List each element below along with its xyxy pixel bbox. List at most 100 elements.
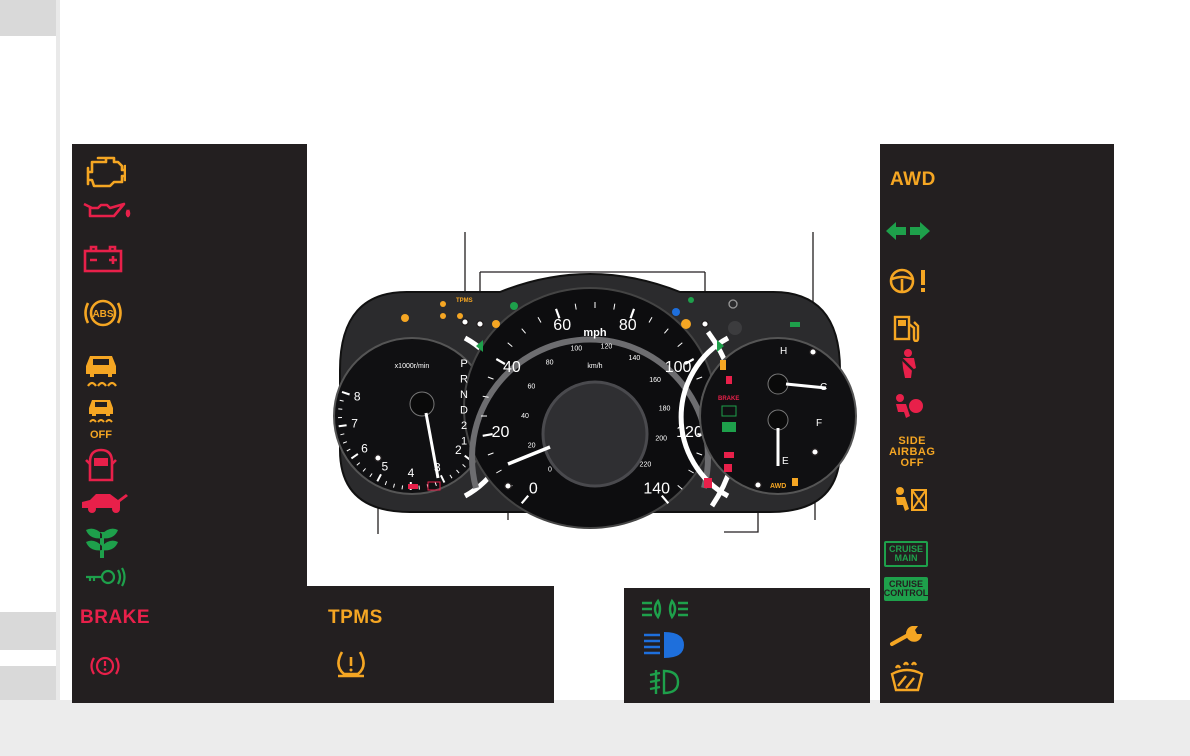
speed-kmh-180: 180 bbox=[659, 406, 671, 413]
tach-tick bbox=[369, 473, 373, 478]
speed-tick bbox=[684, 358, 695, 365]
tach-tick bbox=[449, 474, 453, 479]
side-airbag-off-icon: SIDE AIRBAG OFF bbox=[889, 436, 935, 469]
cruise-control-line1: CRUISE bbox=[888, 579, 923, 589]
vsa-off-text: OFF bbox=[90, 429, 112, 440]
speed-kmh-160: 160 bbox=[649, 377, 661, 384]
speed-kmh-120: 120 bbox=[601, 344, 613, 351]
tachometer-unit: x1000r/min bbox=[395, 363, 430, 370]
side-strip bbox=[56, 0, 60, 700]
check-engine-icon bbox=[86, 156, 126, 188]
tach-tick bbox=[346, 448, 351, 452]
lights-on-icon bbox=[642, 598, 688, 620]
cruise-control-icon: CRUISE CONTROL bbox=[884, 577, 928, 601]
speed-mph-20: 20 bbox=[492, 424, 510, 441]
side-airbag-line2: AIRBAG bbox=[889, 446, 936, 458]
tach-tick bbox=[462, 464, 466, 468]
gear-N: N bbox=[460, 389, 468, 401]
speed-kmh-20: 20 bbox=[528, 443, 536, 450]
cluster-indicator-marks bbox=[401, 297, 800, 491]
tach-tick bbox=[362, 468, 366, 472]
callout-dots bbox=[374, 318, 819, 490]
steering-warning-icon bbox=[889, 268, 925, 294]
oil-pressure-icon bbox=[83, 202, 131, 218]
speed-mph-0: 0 bbox=[529, 481, 538, 498]
vsa-icon bbox=[86, 356, 117, 387]
speed-tick bbox=[688, 469, 694, 474]
cruise-main-line1: CRUISE bbox=[888, 544, 923, 554]
speed-kmh-60: 60 bbox=[528, 384, 536, 391]
cluster-brake-text: BRAKE bbox=[718, 396, 739, 402]
gear-D: D bbox=[460, 404, 468, 416]
speed-kmh-40: 40 bbox=[521, 413, 529, 420]
low-fuel-icon bbox=[893, 315, 920, 342]
tach-tick bbox=[350, 453, 359, 460]
tach-tick bbox=[338, 424, 347, 428]
speed-mph-140: 140 bbox=[643, 481, 670, 498]
tach-tick bbox=[401, 485, 404, 490]
speedometer-kmh-unit: km/h bbox=[587, 363, 602, 370]
fuel-empty-label: E bbox=[782, 456, 789, 467]
gear-1: 1 bbox=[461, 435, 467, 447]
top-side-tab[interactable] bbox=[0, 0, 56, 36]
fuel-full-label: F bbox=[816, 418, 822, 429]
temp-hot-label: H bbox=[780, 346, 787, 357]
speed-kmh-80: 80 bbox=[546, 360, 554, 367]
tpms-text-icon: TPMS bbox=[328, 607, 383, 628]
passenger-airbag-off-icon bbox=[896, 487, 927, 511]
tach-tick bbox=[456, 469, 460, 474]
tach-number-2: 2 bbox=[455, 443, 462, 457]
speed-kmh-100: 100 bbox=[570, 345, 582, 352]
bottom-left-indicator-panel bbox=[72, 586, 554, 703]
tach-tick bbox=[342, 441, 348, 444]
speed-mph-100: 100 bbox=[665, 359, 692, 376]
tach-number-7: 7 bbox=[351, 416, 358, 430]
tach-number-8: 8 bbox=[354, 389, 361, 403]
gear-P: P bbox=[460, 358, 467, 370]
maintenance-wrench-icon bbox=[890, 626, 922, 646]
speed-tick bbox=[487, 376, 494, 380]
door-open-icon bbox=[85, 448, 117, 482]
side-tab-index[interactable] bbox=[0, 612, 56, 650]
speed-kmh-0: 0 bbox=[548, 466, 552, 473]
speed-tick bbox=[521, 328, 526, 334]
fog-light-icon bbox=[649, 669, 680, 695]
bottom-bar bbox=[0, 700, 1190, 756]
cruise-main-icon: CRUISE MAIN bbox=[884, 541, 928, 567]
speed-tick bbox=[613, 303, 616, 310]
speedometer-mph-unit: mph bbox=[583, 327, 607, 339]
tach-tick bbox=[341, 390, 350, 396]
speed-tick bbox=[696, 452, 703, 456]
cruise-main-line2: MAIN bbox=[894, 553, 918, 563]
tire-pressure-icon bbox=[337, 651, 365, 678]
temp-gauge-needle bbox=[785, 382, 827, 390]
abs-text: ABS bbox=[92, 309, 113, 320]
tach-tick bbox=[440, 474, 446, 483]
gear-R: R bbox=[460, 373, 468, 385]
tach-tick bbox=[384, 481, 388, 486]
side-tab-home[interactable] bbox=[0, 666, 56, 702]
tach-number-4: 4 bbox=[408, 466, 415, 480]
speed-tick bbox=[496, 469, 502, 474]
tach-tick bbox=[376, 473, 382, 482]
speed-kmh-140: 140 bbox=[629, 355, 641, 362]
seatbelt-reminder-icon bbox=[900, 349, 916, 378]
speed-tick bbox=[482, 433, 493, 437]
cluster-awd-text: AWD bbox=[770, 483, 786, 490]
speedometer-center-display bbox=[541, 380, 649, 488]
abs-icon: ABS bbox=[84, 299, 122, 327]
battery-charge-icon bbox=[83, 245, 123, 273]
speed-tick bbox=[664, 328, 669, 334]
speed-tick bbox=[629, 308, 636, 319]
tach-number-5: 5 bbox=[381, 459, 388, 473]
speed-mph-80: 80 bbox=[619, 317, 637, 334]
srs-airbag-icon bbox=[896, 394, 923, 418]
temp-cold-label: C bbox=[820, 382, 827, 393]
tailgate-open-icon bbox=[82, 494, 128, 513]
tachometer-needle bbox=[424, 412, 440, 479]
vsa-off-icon: OFF bbox=[89, 400, 113, 440]
speed-tick bbox=[696, 376, 703, 380]
